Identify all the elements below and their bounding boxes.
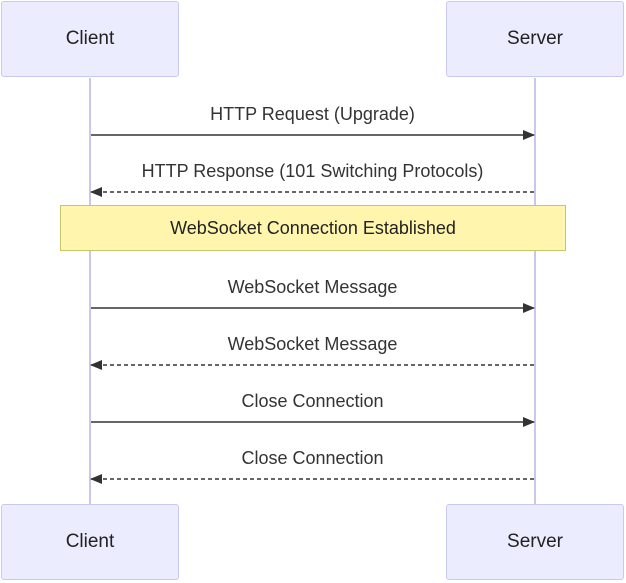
client-actor-label: Client <box>65 531 115 552</box>
note-label: WebSocket Connection Established <box>170 217 456 238</box>
message-2: HTTP Response (101 Switching Protocols) <box>90 161 534 197</box>
client-actor-label: Client <box>65 28 115 49</box>
connection-established-note: WebSocket Connection Established <box>60 205 566 251</box>
message-6: Close Connection <box>90 448 534 484</box>
message-4: WebSocket Message <box>90 334 534 370</box>
message-5: Close Connection <box>91 391 535 427</box>
server-actor-label: Server <box>507 28 563 49</box>
message-label: WebSocket Message <box>228 277 398 297</box>
server-actor-bottom: Server <box>446 504 624 580</box>
message-label: Close Connection <box>241 448 383 468</box>
message-label: HTTP Request (Upgrade) <box>210 104 415 124</box>
client-actor-top: Client <box>1 1 179 77</box>
message-3: WebSocket Message <box>91 277 535 313</box>
message-label: WebSocket Message <box>228 334 398 354</box>
message-1: HTTP Request (Upgrade) <box>91 104 535 140</box>
message-label: Close Connection <box>241 391 383 411</box>
client-actor-bottom: Client <box>1 504 179 580</box>
messages-layer: HTTP Request (Upgrade) HTTP Response (101… <box>90 104 535 484</box>
server-actor-label: Server <box>507 531 563 552</box>
server-actor-top: Server <box>446 1 624 77</box>
message-label: HTTP Response (101 Switching Protocols) <box>142 161 484 181</box>
